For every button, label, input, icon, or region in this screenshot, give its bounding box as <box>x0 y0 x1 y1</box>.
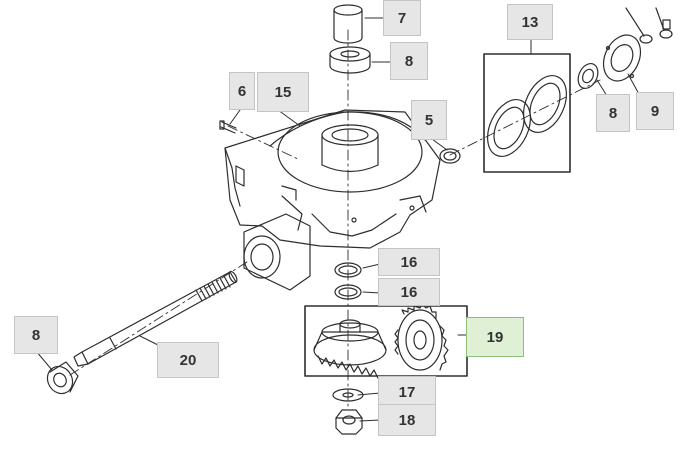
callout-15[interactable]: 15 <box>257 72 309 112</box>
bearing-part-8-right <box>577 63 599 89</box>
callout-6[interactable]: 6 <box>229 72 255 110</box>
callout-8-right[interactable]: 8 <box>596 94 630 132</box>
center-lines <box>69 29 601 411</box>
bearing-part-8-top <box>329 46 371 74</box>
cover-plate-part-9 <box>602 34 642 82</box>
cap-screws <box>625 7 673 44</box>
callout-9[interactable]: 9 <box>636 92 674 130</box>
shim-part-16-lower <box>334 284 362 300</box>
callout-13[interactable]: 13 <box>507 4 553 40</box>
shim-part-16-upper <box>334 262 362 278</box>
bushing-part-7 <box>333 4 363 44</box>
callout-16-lower[interactable]: 16 <box>378 278 440 306</box>
splined-shaft-part-20 <box>73 270 238 367</box>
nut-part-18 <box>335 409 363 435</box>
callout-16-upper[interactable]: 16 <box>378 248 440 276</box>
gear-set-part-19 <box>304 303 468 379</box>
gearbox-housing-part-15 <box>224 109 441 291</box>
callout-5[interactable]: 5 <box>411 100 447 140</box>
callout-8-left[interactable]: 8 <box>14 316 58 354</box>
callout-20[interactable]: 20 <box>157 342 219 378</box>
gasket-kit-part-13 <box>483 53 571 173</box>
leader-lines <box>35 17 641 422</box>
washer-part-17 <box>332 388 364 402</box>
callout-8-top[interactable]: 8 <box>390 42 428 80</box>
o-ring-part-5 <box>439 148 461 164</box>
callout-18[interactable]: 18 <box>378 404 436 436</box>
callout-7[interactable]: 7 <box>383 0 421 36</box>
callout-19-highlighted[interactable]: 19 <box>466 317 524 357</box>
screw-part-6 <box>219 120 237 134</box>
bearing-part-8-left <box>46 361 79 395</box>
